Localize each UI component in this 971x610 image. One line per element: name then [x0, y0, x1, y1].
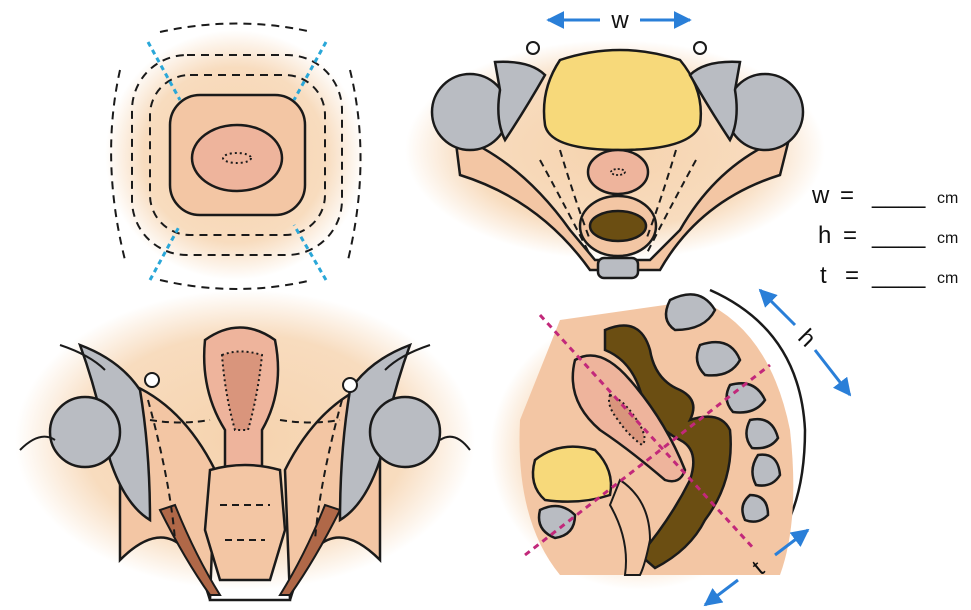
height-label: h: [792, 324, 821, 353]
measurement-h: h = ____ cm: [818, 222, 958, 249]
cervix: [588, 150, 648, 194]
measurement-symbol: h: [818, 222, 831, 249]
measurement-equals: =: [843, 222, 857, 249]
right-femoral-head: [370, 397, 440, 467]
measurement-equals: =: [840, 182, 854, 209]
rectum: [590, 211, 646, 241]
left-vessel: [527, 42, 539, 54]
measurement-blank[interactable]: ____: [871, 262, 926, 289]
panel-cervix-cross-section: [105, 24, 365, 290]
cervix-ring: [192, 125, 282, 191]
cervix-vagina: [205, 465, 285, 580]
measurement-unit: cm: [937, 190, 958, 207]
measurement-unit: cm: [937, 230, 958, 247]
measurement-w: w = ____ cm: [811, 182, 958, 209]
width-arrow: w: [548, 7, 690, 34]
double-arrow-icon: [760, 290, 795, 325]
panel-axial-pelvis: w: [405, 7, 825, 278]
panel-coronal-pelvis: [15, 290, 475, 600]
measurement-unit: cm: [937, 270, 958, 287]
coccyx: [598, 258, 638, 278]
double-arrow-icon: [815, 350, 850, 395]
measurement-symbol: w: [811, 182, 830, 209]
right-femoral-head: [727, 74, 803, 150]
measurement-blank[interactable]: ____: [871, 182, 926, 209]
measurement-t: t = ____ cm: [820, 262, 958, 289]
left-ovary: [145, 373, 159, 387]
right-vessel: [694, 42, 706, 54]
left-femoral-head: [50, 397, 120, 467]
measurement-fields: w = ____ cm h = ____ cm t = ____ cm: [811, 182, 958, 289]
measurement-equals: =: [845, 262, 859, 289]
double-arrow-icon: [705, 580, 738, 605]
bladder: [544, 50, 701, 150]
right-ovary: [343, 378, 357, 392]
panel-sagittal-pelvis: h t: [490, 290, 850, 605]
measurement-symbol: t: [820, 262, 827, 289]
bladder: [533, 447, 611, 502]
width-label: w: [610, 7, 629, 34]
left-femoral-head: [432, 74, 508, 150]
measurement-blank[interactable]: ____: [871, 222, 926, 249]
